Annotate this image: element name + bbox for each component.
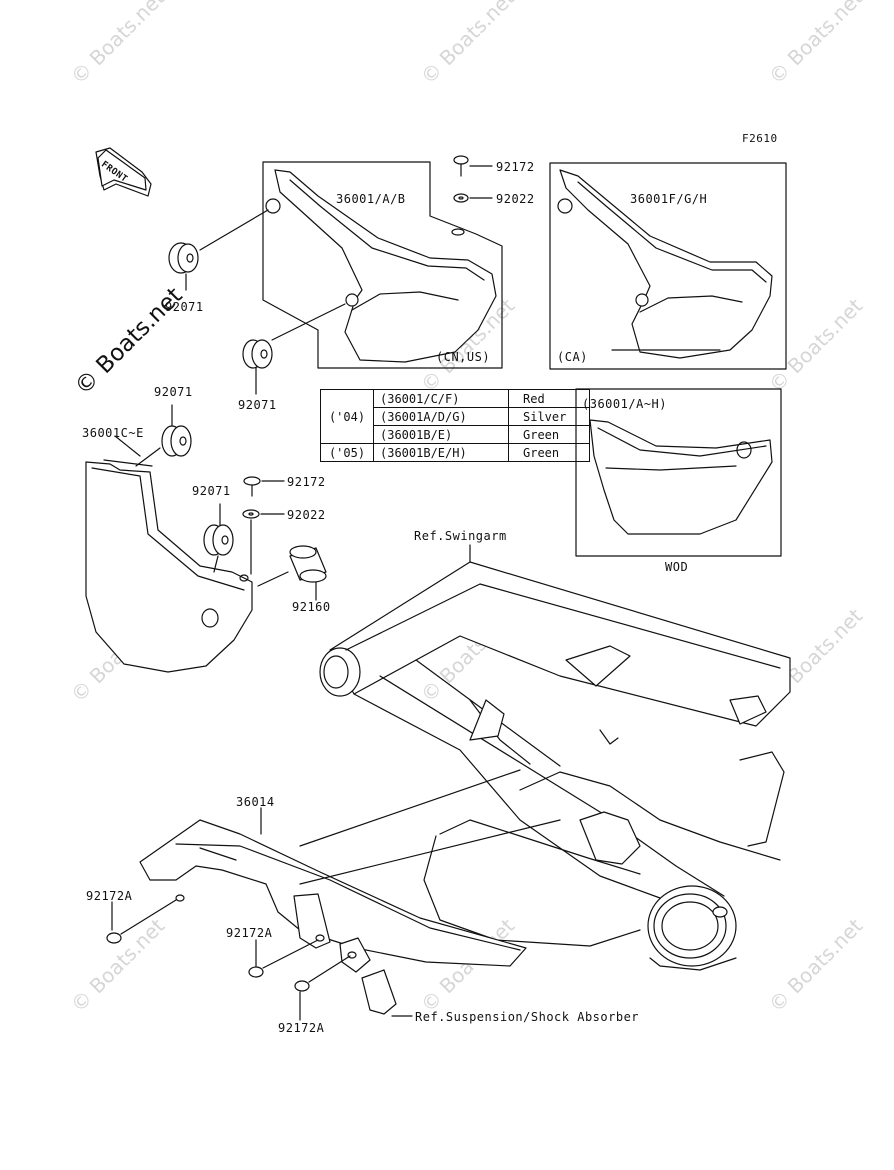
bolt-92172a-icon [294,955,351,992]
table-row: ('04) (36001/C/F) Red [320,389,590,444]
callout-36001-ab: 36001/A/B [336,192,406,206]
table-cell-color: Silver [508,407,590,426]
callout-92071-b: 92071 [238,398,277,412]
callout-92172-mid: 92172 [287,475,326,489]
callout-92022-mid: 92022 [287,508,326,522]
table-cell-code: (36001B/E) [373,425,509,444]
variant-ca: (CA) [557,350,588,364]
swingarm [319,561,791,971]
grommet-92071-icon [242,339,273,369]
ref-suspension: Ref.Suspension/Shock Absorber [415,1010,640,1024]
table-cell-color: Red [508,389,590,408]
bolt-92172a-icon [248,939,319,978]
callout-92160: 92160 [292,600,331,614]
callout-92172-top: 92172 [496,160,535,174]
washer-92022-icon [242,509,260,519]
grommet-92071-icon [161,425,192,457]
collar-92160-icon [289,545,327,583]
callout-92071-c: 92071 [154,385,193,399]
table-cell-year: ('04) [320,389,374,444]
callout-92172a-c: 92172A [278,1021,325,1035]
table-cell-code: (36001B/E/H) [373,443,509,462]
grommet-92071-icon [203,524,234,556]
bolt-92172-icon [243,476,261,497]
table-row: ('05) (36001B/E/H) Green [320,443,590,462]
callout-92071-d: 92071 [192,484,231,498]
wod-label: WOD [665,560,689,574]
front-arrow-icon [95,147,152,197]
ref-swingarm: Ref.Swingarm [414,529,507,543]
callout-92172a-b: 92172A [226,926,273,940]
callout-36014: 36014 [236,795,275,809]
callout-36001-fgh: 36001F/G/H [630,192,708,206]
bolt-92172-icon [453,155,469,177]
side-cover-wod [589,419,773,535]
bolt-92172a-icon [106,899,177,944]
callout-36001-a-h: (36001/A~H) [582,397,667,411]
table-row: (36001A/D/G) Silver [321,407,590,426]
washer-92022-icon [453,193,469,203]
figure-code: F2610 [742,132,778,145]
grommet-92071-icon [168,242,199,274]
callout-92071-a: 92071 [165,300,204,314]
chain-guard-36014 [139,819,527,1015]
side-cover-36001-ce [85,459,253,673]
variant-cn-us: (CN,US) [436,350,491,364]
table-row: (36001B/E) Green [321,425,590,444]
side-cover-36001-ab [265,169,497,363]
callout-92022-top: 92022 [496,192,535,206]
callout-92172a-a: 92172A [86,889,133,903]
table-cell-year: ('05) [320,443,374,462]
color-variant-table: ('04) (36001/C/F) Red (36001A/D/G) Silve… [320,389,590,462]
side-cover-36001-fgh [557,169,773,359]
table-cell-code: (36001A/D/G) [373,407,509,426]
table-cell-code: (36001/C/F) [373,389,509,408]
table-cell-color: Green [508,443,590,462]
table-cell-color: Green [508,425,590,444]
callout-36001-ce: 36001C~E [82,426,144,440]
